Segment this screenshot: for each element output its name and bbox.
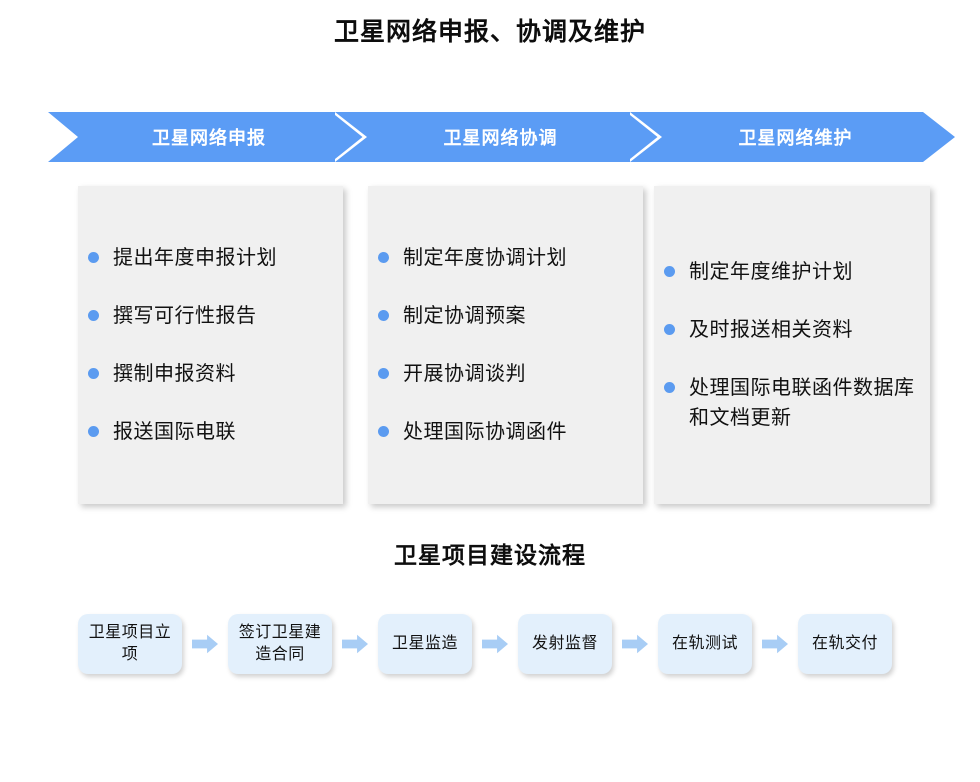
card-declaration: 提出年度申报计划 撰写可行性报告 撰制申报资料 报送国际电联	[78, 186, 343, 504]
flow-step-4: 发射监督	[518, 614, 612, 674]
flow-step-5: 在轨测试	[658, 614, 752, 674]
list-item-label: 提出年度申报计划	[113, 247, 277, 269]
page-title: 卫星网络申报、协调及维护	[333, 18, 646, 46]
bullet-dot-icon	[664, 324, 675, 335]
card-maintenance: 制定年度维护计划 及时报送相关资料 处理国际电联函件数据库和文档更新	[654, 186, 930, 504]
bullet-dot-icon	[378, 310, 389, 321]
bullet-dot-icon	[378, 426, 389, 437]
list-item: 制定年度维护计划	[664, 257, 922, 287]
bullet-dot-icon	[378, 252, 389, 263]
list-item-label: 处理国际协调函件	[403, 421, 567, 443]
list-item-label: 开展协调谈判	[403, 363, 526, 385]
arrow-right-icon	[622, 634, 648, 654]
list-item: 制定年度协调计划	[378, 243, 635, 273]
list-item-label: 报送国际电联	[113, 421, 236, 443]
list-item: 处理国际协调函件	[378, 417, 635, 447]
list-item-label: 撰写可行性报告	[113, 305, 257, 327]
list-item: 提出年度申报计划	[88, 243, 335, 273]
phase-banner: 卫星网络申报 卫星网络协调 卫星网络维护	[48, 112, 955, 162]
list-item-label: 撰制申报资料	[113, 363, 236, 385]
arrow-right-icon	[192, 634, 218, 654]
list-item: 制定协调预案	[378, 301, 635, 331]
list-item-label: 及时报送相关资料	[689, 319, 853, 341]
flow-step-3: 卫星监造	[378, 614, 472, 674]
phase-label-declaration: 卫星网络申报	[152, 128, 266, 148]
card-coordination: 制定年度协调计划 制定协调预案 开展协调谈判 处理国际协调函件	[368, 186, 643, 504]
flow-step-2: 签订卫星建造合同	[228, 614, 332, 674]
list-item: 处理国际电联函件数据库和文档更新	[664, 373, 922, 433]
phase-label-coordination: 卫星网络协调	[443, 128, 558, 148]
list-item-label: 制定年度维护计划	[689, 261, 853, 283]
arrow-right-icon	[342, 634, 368, 654]
bullet-dot-icon	[378, 368, 389, 379]
list-item: 撰制申报资料	[88, 359, 335, 389]
bullet-dot-icon	[88, 426, 99, 437]
arrow-right-icon	[482, 634, 508, 654]
phase-label-maintenance: 卫星网络维护	[738, 128, 853, 148]
bullet-dot-icon	[664, 266, 675, 277]
list-item-label: 制定协调预案	[403, 305, 526, 327]
bullet-dot-icon	[88, 252, 99, 263]
bullet-dot-icon	[664, 382, 675, 393]
section-title-project-flow: 卫星项目建设流程	[394, 542, 586, 568]
list-item: 报送国际电联	[88, 417, 335, 447]
phase-banner-shape	[48, 112, 955, 162]
list-item: 开展协调谈判	[378, 359, 635, 389]
project-flow: 卫星项目立项 签订卫星建造合同 卫星监造 发射监督 在轨测试 在轨交付	[78, 606, 950, 682]
flow-step-6: 在轨交付	[798, 614, 892, 674]
list-item: 撰写可行性报告	[88, 301, 335, 331]
bullet-dot-icon	[88, 368, 99, 379]
phase-detail-cards: 提出年度申报计划 撰写可行性报告 撰制申报资料 报送国际电联 制定年度协调计划 …	[78, 186, 930, 504]
arrow-right-icon	[762, 634, 788, 654]
list-item: 及时报送相关资料	[664, 315, 922, 345]
flow-step-1: 卫星项目立项	[78, 614, 182, 674]
bullet-dot-icon	[88, 310, 99, 321]
list-item-label: 处理国际电联函件数据库和文档更新	[689, 377, 915, 429]
list-item-label: 制定年度协调计划	[403, 247, 567, 269]
